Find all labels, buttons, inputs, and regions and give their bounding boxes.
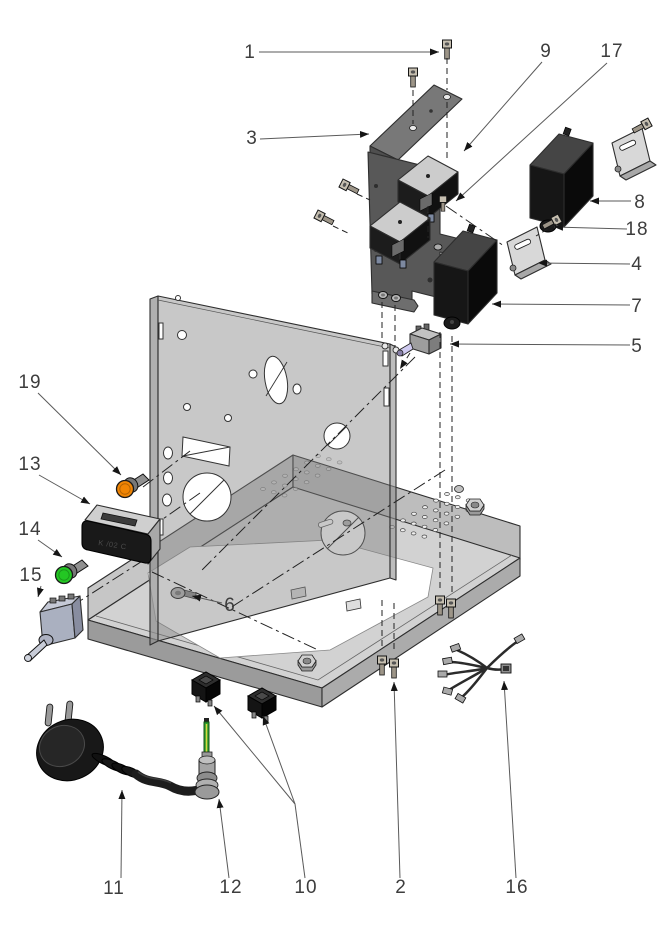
callout-label: 7 <box>631 296 643 317</box>
callout-label: 19 <box>18 372 41 393</box>
screw <box>631 117 653 134</box>
callout-1: 1 <box>244 42 439 63</box>
callout-8: 8 <box>590 192 646 213</box>
callout-3: 3 <box>246 128 370 149</box>
screw <box>408 67 418 88</box>
counter-module-13: K /02 C <box>81 504 161 565</box>
callout-2: 2 <box>390 681 407 898</box>
relay-upper <box>397 155 459 223</box>
callout-19: 19 <box>18 372 122 476</box>
callouts: 1 3 9 17 8 18 4 7 <box>18 41 648 899</box>
transformer-8 <box>529 126 594 233</box>
callout-14: 14 <box>18 519 63 558</box>
chassis-plate <box>149 295 400 646</box>
callout-label: 3 <box>246 128 258 149</box>
callout-9: 9 <box>463 41 552 152</box>
screw <box>313 209 335 226</box>
axis-line <box>229 469 446 609</box>
callout-11: 11 <box>103 789 126 899</box>
callout-label: 6 <box>224 595 236 616</box>
callout-label: 16 <box>505 877 528 898</box>
callout-7: 7 <box>491 296 643 317</box>
screw <box>338 178 360 195</box>
callout-label: 11 <box>103 878 125 899</box>
callout-13: 13 <box>18 454 91 505</box>
power-cord-11 <box>36 700 209 796</box>
callout-17: 17 <box>455 41 623 202</box>
screw-18 <box>541 213 563 230</box>
angle-bracket-upper <box>611 127 657 181</box>
callout-label: 14 <box>18 519 41 540</box>
angle-bracket-4 <box>506 226 552 280</box>
hex-standoff <box>297 654 317 672</box>
screw <box>389 658 399 679</box>
chassis-base <box>87 454 521 708</box>
callout-18: 18 <box>553 219 648 240</box>
callout-label: 15 <box>19 565 42 586</box>
callout-label: 17 <box>600 41 623 62</box>
callout-label: 5 <box>631 336 643 357</box>
callout-label: 12 <box>219 877 242 898</box>
screw <box>446 598 456 619</box>
callout-12: 12 <box>216 798 242 898</box>
axis-line <box>151 571 319 651</box>
screw <box>435 595 445 616</box>
callout-5: 5 <box>449 336 643 357</box>
callout-label: 13 <box>18 454 41 475</box>
rocker-switch <box>246 687 278 723</box>
relay-lower <box>369 201 431 269</box>
hex-standoff <box>465 498 485 516</box>
axis-line <box>201 356 416 571</box>
callout-15: 15 <box>19 565 44 598</box>
screw <box>438 195 448 212</box>
nut <box>433 243 443 251</box>
cable-gland-12 <box>194 718 220 800</box>
callout-10: 10 <box>213 705 317 898</box>
screw <box>377 655 387 676</box>
microswitch-5 <box>396 323 442 357</box>
callout-6: 6 <box>191 594 236 616</box>
small-nut <box>454 485 464 493</box>
wire-harness-16 <box>437 633 526 704</box>
screw <box>442 39 452 60</box>
perforation-holes <box>260 454 483 539</box>
callout-label: 4 <box>631 254 643 275</box>
callout-label: 2 <box>395 877 407 898</box>
callout-label: 9 <box>540 41 552 62</box>
callout-4: 4 <box>537 254 643 275</box>
callout-label: 18 <box>625 219 648 240</box>
callout-label: 8 <box>634 192 646 213</box>
transformer-7 <box>433 223 498 330</box>
base-cutout <box>147 539 434 659</box>
toggle-switch-15 <box>24 593 84 662</box>
indicator-lamp-orange <box>115 473 150 499</box>
module-display: K /02 C <box>98 538 128 551</box>
callout-16: 16 <box>501 680 528 898</box>
indicator-lamp-green <box>54 559 89 585</box>
rocker-switch <box>190 671 222 707</box>
callout-label: 1 <box>244 42 256 63</box>
assembly-axis-lines <box>332 58 557 653</box>
callout-label: 10 <box>294 877 317 898</box>
